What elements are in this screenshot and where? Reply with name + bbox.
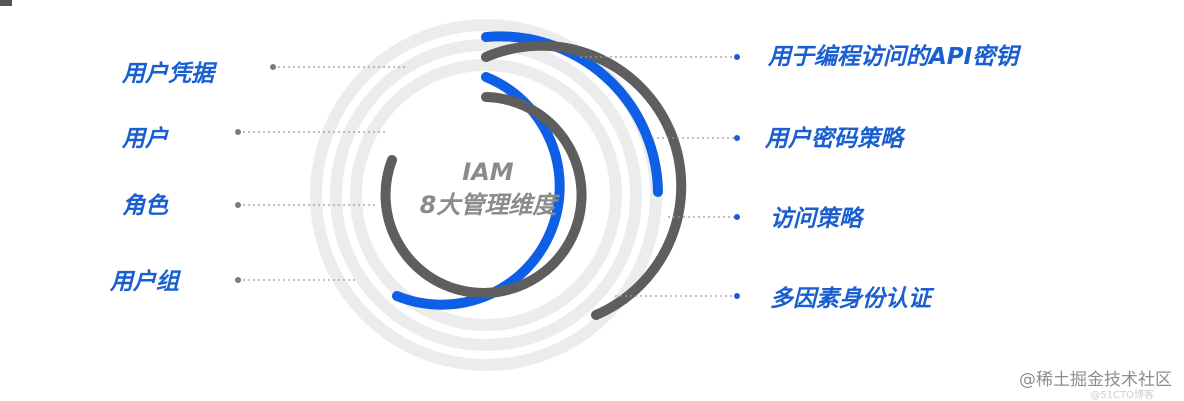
dot-user [235, 129, 241, 135]
label-mfa: 多因素身份认证 [770, 286, 931, 312]
center-title: IAM [462, 158, 514, 186]
dot-role [235, 202, 241, 208]
label-user: 用户 [122, 126, 168, 152]
label-user-group: 用户组 [110, 269, 179, 295]
arc-api-keys [481, 31, 663, 197]
arc-mfa [380, 92, 587, 298]
dot-password-policy [734, 135, 740, 141]
watermark-51cto: @51CTO博客 [1090, 390, 1154, 401]
left-leaders [235, 64, 405, 283]
label-password-policy: 用户密码策略 [765, 126, 903, 152]
background-ring-middle [330, 39, 642, 351]
label-access-policy: 访问策略 [770, 206, 862, 232]
colored-arcs [380, 31, 687, 320]
label-role: 角色 [122, 193, 168, 219]
right-leaders [580, 54, 740, 299]
corner-mark [0, 0, 12, 6]
arc-password-policy [481, 40, 687, 320]
background-ring-inner [350, 59, 622, 331]
dot-api-keys [734, 54, 740, 60]
dot-access-policy [734, 214, 740, 220]
dot-user-group [235, 277, 241, 283]
watermark-juejin: @稀土掘金技术社区 [1019, 370, 1172, 390]
dot-user-credentials [270, 64, 276, 70]
label-user-credentials: 用户凭据 [122, 61, 214, 87]
label-api-keys: 用于编程访问的API密钥 [768, 44, 1019, 70]
center-subtitle: 8大管理维度 [419, 191, 557, 219]
dot-mfa [734, 293, 740, 299]
